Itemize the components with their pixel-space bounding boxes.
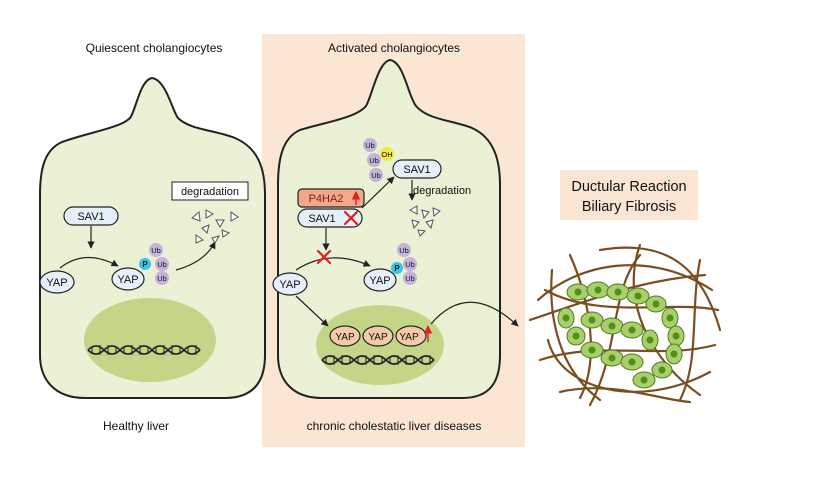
nuclear-yap-3 — [395, 325, 427, 347]
left-ub-label-3: Ub — [157, 274, 167, 283]
left-sav1-label: SAV1 — [77, 211, 104, 223]
right-ub-top-label-3: Ub — [371, 171, 381, 180]
outcome-line-1: Ductular Reaction — [571, 179, 686, 195]
left-p-circle — [139, 258, 151, 270]
right-ub-top-label-1: Ub — [365, 141, 375, 150]
cholestatic-disease-label: chronic cholestatic liver diseases — [307, 419, 482, 433]
left-ub-circle-2 — [155, 257, 169, 271]
nuclear-yap-label-3: YAP — [399, 332, 419, 343]
p4ha2-to-sav1-arrow — [361, 176, 395, 209]
right-ub-top-label-2: Ub — [369, 156, 379, 165]
right-p-circle — [391, 262, 403, 274]
left-yap-free-label: YAP — [46, 277, 67, 289]
right-yap-free — [272, 272, 308, 296]
outcome-line-2: Biliary Fibrosis — [582, 199, 676, 215]
left-p-label: P — [142, 260, 148, 269]
oh-label: OH — [381, 150, 392, 159]
right-ub-bottom-circle-1 — [397, 243, 411, 257]
left-yap-bound — [111, 267, 145, 291]
right-dna-rungs — [325, 355, 431, 365]
right-ub-bottom-circle-3 — [403, 271, 417, 285]
right-yap-free-label: YAP — [279, 279, 300, 291]
left-dna-helix — [87, 345, 201, 355]
nuclear-yap-label-2: YAP — [368, 332, 388, 343]
right-ub-bottom-label-3: Ub — [405, 274, 415, 283]
yap-nuclear-entry-arrow — [295, 295, 329, 327]
left-nucleus — [84, 298, 216, 382]
oh-circle — [380, 147, 394, 161]
right-ub-top-circle-3 — [369, 168, 383, 182]
right-ub-bottom-label-2: Ub — [405, 260, 415, 269]
healthy-liver-label: Healthy liver — [103, 419, 169, 433]
left-degradation-label: degradation — [181, 186, 239, 198]
nuclear-yap-2 — [362, 325, 394, 347]
sav1-inhibited-label: SAV1 — [308, 213, 335, 225]
right-dna-helix — [321, 355, 435, 365]
outcome-box — [560, 170, 698, 220]
left-dna-rungs — [91, 345, 197, 355]
left-degraded-fragments — [191, 209, 239, 244]
left-yap-free — [39, 270, 75, 294]
left-ub-circle-1 — [149, 243, 163, 257]
sav1-degraded-label: SAV1 — [403, 164, 430, 176]
left-ub-label-1: Ub — [151, 246, 161, 255]
sav1-degraded-box — [392, 159, 442, 179]
right-ub-top-circle-1 — [363, 138, 377, 152]
activated-cell: Activated cholangiocytes YAP YAP YAP Ub … — [272, 41, 519, 433]
right-p-label: P — [394, 264, 400, 273]
right-degraded-fragments — [408, 205, 441, 237]
right-ub-top-circle-2 — [367, 153, 381, 167]
sav1-cross-mark — [343, 210, 359, 226]
left-ub-label-2: Ub — [157, 260, 167, 269]
right-ub-bottom-label-1: Ub — [399, 246, 409, 255]
right-ub-bottom-circle-2 — [403, 257, 417, 271]
left-sav1-box — [63, 206, 119, 226]
nuclear-yap-label-1: YAP — [335, 332, 355, 343]
left-degradation-box — [171, 181, 249, 201]
p4ha2-label: P4HA2 — [309, 193, 344, 205]
quiescent-title: Quiescent cholangiocytes — [86, 41, 223, 55]
bile-duct-cells — [557, 281, 685, 389]
phospho-cross-mark — [316, 249, 332, 265]
right-phospho-arrow — [295, 257, 371, 271]
left-degradation-arrow — [175, 241, 216, 271]
right-yap-bound-label: YAP — [369, 275, 390, 287]
left-ub-circle-3 — [155, 271, 169, 285]
right-degradation-label: degradation — [413, 185, 471, 197]
nuclear-yap-1 — [329, 325, 361, 347]
activation-to-fibrosis-arrow — [430, 301, 519, 327]
outcome-section: Ductular Reaction Biliary Fibrosis — [528, 170, 722, 407]
activated-title: Activated cholangiocytes — [328, 41, 460, 55]
p4ha2-box — [297, 188, 365, 208]
left-phospho-arrow — [59, 256, 119, 269]
right-yap-bound — [363, 268, 397, 292]
quiescent-cell: Quiescent cholangiocytes SAV1 YAP YAP — [39, 41, 266, 433]
left-yap-bound-label: YAP — [117, 274, 138, 286]
right-cell-outline — [277, 58, 501, 399]
